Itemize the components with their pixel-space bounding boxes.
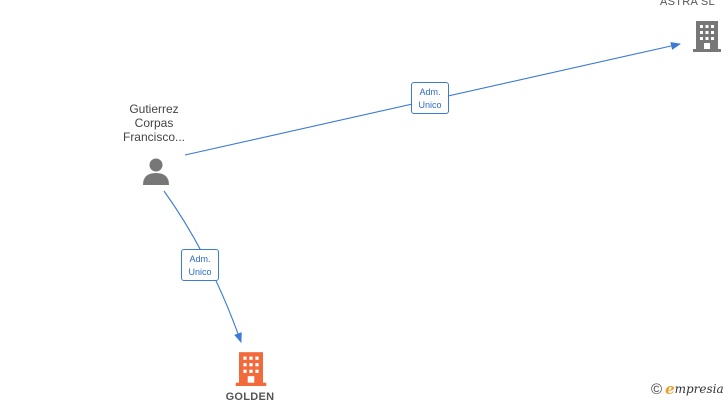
- person-name-line-1: Gutierrez: [129, 102, 179, 116]
- footer-brand[interactable]: ©empresia: [651, 380, 724, 398]
- edge-label-adm-unico[interactable]: Adm. Unico: [411, 82, 449, 114]
- edge-label-adm-unico[interactable]: Adm. Unico: [181, 249, 219, 281]
- building-icon[interactable]: [693, 19, 721, 52]
- edge-label-line-1: Adm.: [419, 87, 441, 97]
- person-name-line-3: Francisco...: [122, 130, 185, 144]
- company-top-name[interactable]: ASTRA SL: [660, 0, 715, 8]
- building-icon[interactable]: [235, 350, 267, 386]
- person-name-line-2: Corpas: [134, 116, 174, 130]
- person-icon[interactable]: [141, 156, 171, 186]
- edge-label-line-1: Adm.: [189, 254, 211, 264]
- company-bottom-name[interactable]: GOLDEN: [225, 391, 275, 400]
- edge-label-line-2: Unico: [188, 267, 212, 277]
- brand-logo-text: mpresia: [674, 382, 724, 396]
- edge-label-line-2: Unico: [418, 100, 442, 110]
- copyright-icon: ©: [651, 380, 663, 398]
- person-name[interactable]: Gutierrez Corpas Francisco...: [104, 102, 204, 144]
- brand-logo-e: e: [665, 380, 675, 398]
